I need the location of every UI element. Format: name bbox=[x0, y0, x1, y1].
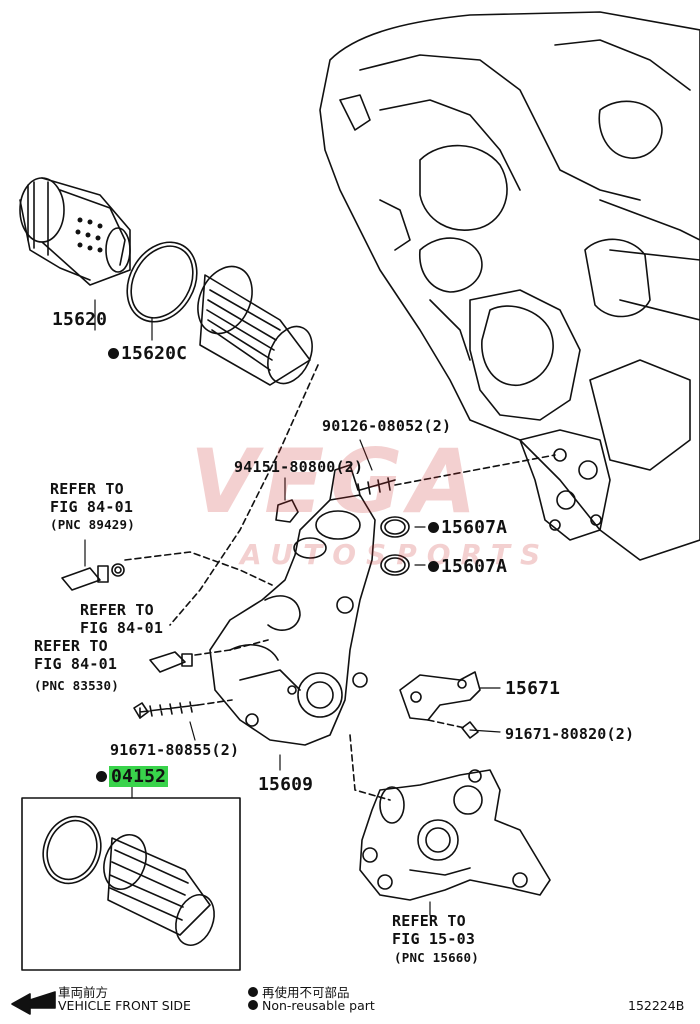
non-reusable-dot-icon bbox=[428, 522, 439, 533]
non-reusable-dot-icon bbox=[96, 771, 107, 782]
highlighted-part-number: 04152 bbox=[109, 766, 169, 787]
part-label-15671: 15671 bbox=[505, 678, 561, 699]
legend-non-reusable-en: Non-reusable part bbox=[248, 998, 375, 1013]
non-reusable-dot-icon bbox=[248, 987, 258, 997]
part-label-15620c: 15620C bbox=[108, 344, 187, 363]
part-label-15607a-lower: 15607A bbox=[428, 557, 507, 576]
o-ring-15620c-illustration bbox=[126, 241, 198, 323]
watermark-subtitle: AUTOSPORTS bbox=[240, 538, 551, 571]
bracket-15671-illustration bbox=[399, 671, 501, 721]
part-label-90126-08052: 90126-08052(2) bbox=[322, 417, 452, 435]
legend-vehicle-front-jp: 車両前方 bbox=[58, 985, 109, 1000]
oil-filter-cap-illustration bbox=[19, 177, 131, 286]
legend-vehicle-front-en: VEHICLE FRONT SIDE bbox=[58, 998, 191, 1013]
part-label-94151-80800: 94151-80800(2) bbox=[234, 458, 364, 476]
part-label-91671-80820: 91671-80820(2) bbox=[505, 725, 635, 743]
vehicle-front-arrow-icon bbox=[11, 991, 56, 1015]
part-label-04152: 04152 bbox=[96, 766, 169, 787]
watermark-logo: VEGA bbox=[190, 430, 483, 533]
oil-filter-element-illustration bbox=[197, 265, 313, 386]
non-reusable-dot-icon bbox=[428, 561, 439, 572]
part-label-15607a-upper: 15607A bbox=[428, 518, 507, 537]
diagram-id: 152224B bbox=[628, 998, 685, 1013]
engine-block-illustration bbox=[319, 11, 700, 561]
part-label-15620: 15620 bbox=[52, 309, 108, 330]
oil-pump-assembly-illustration bbox=[359, 769, 551, 916]
part-label-15609: 15609 bbox=[258, 774, 314, 795]
non-reusable-dot-icon bbox=[248, 1000, 258, 1010]
legend-non-reusable-jp: 再使用不可部品 bbox=[248, 982, 350, 1001]
oil-filter-kit-box bbox=[21, 783, 241, 971]
part-label-91671-80855: 91671-80855(2) bbox=[110, 741, 240, 759]
non-reusable-dot-icon bbox=[108, 348, 119, 359]
oil-pump-cover-15609-illustration bbox=[209, 464, 376, 746]
